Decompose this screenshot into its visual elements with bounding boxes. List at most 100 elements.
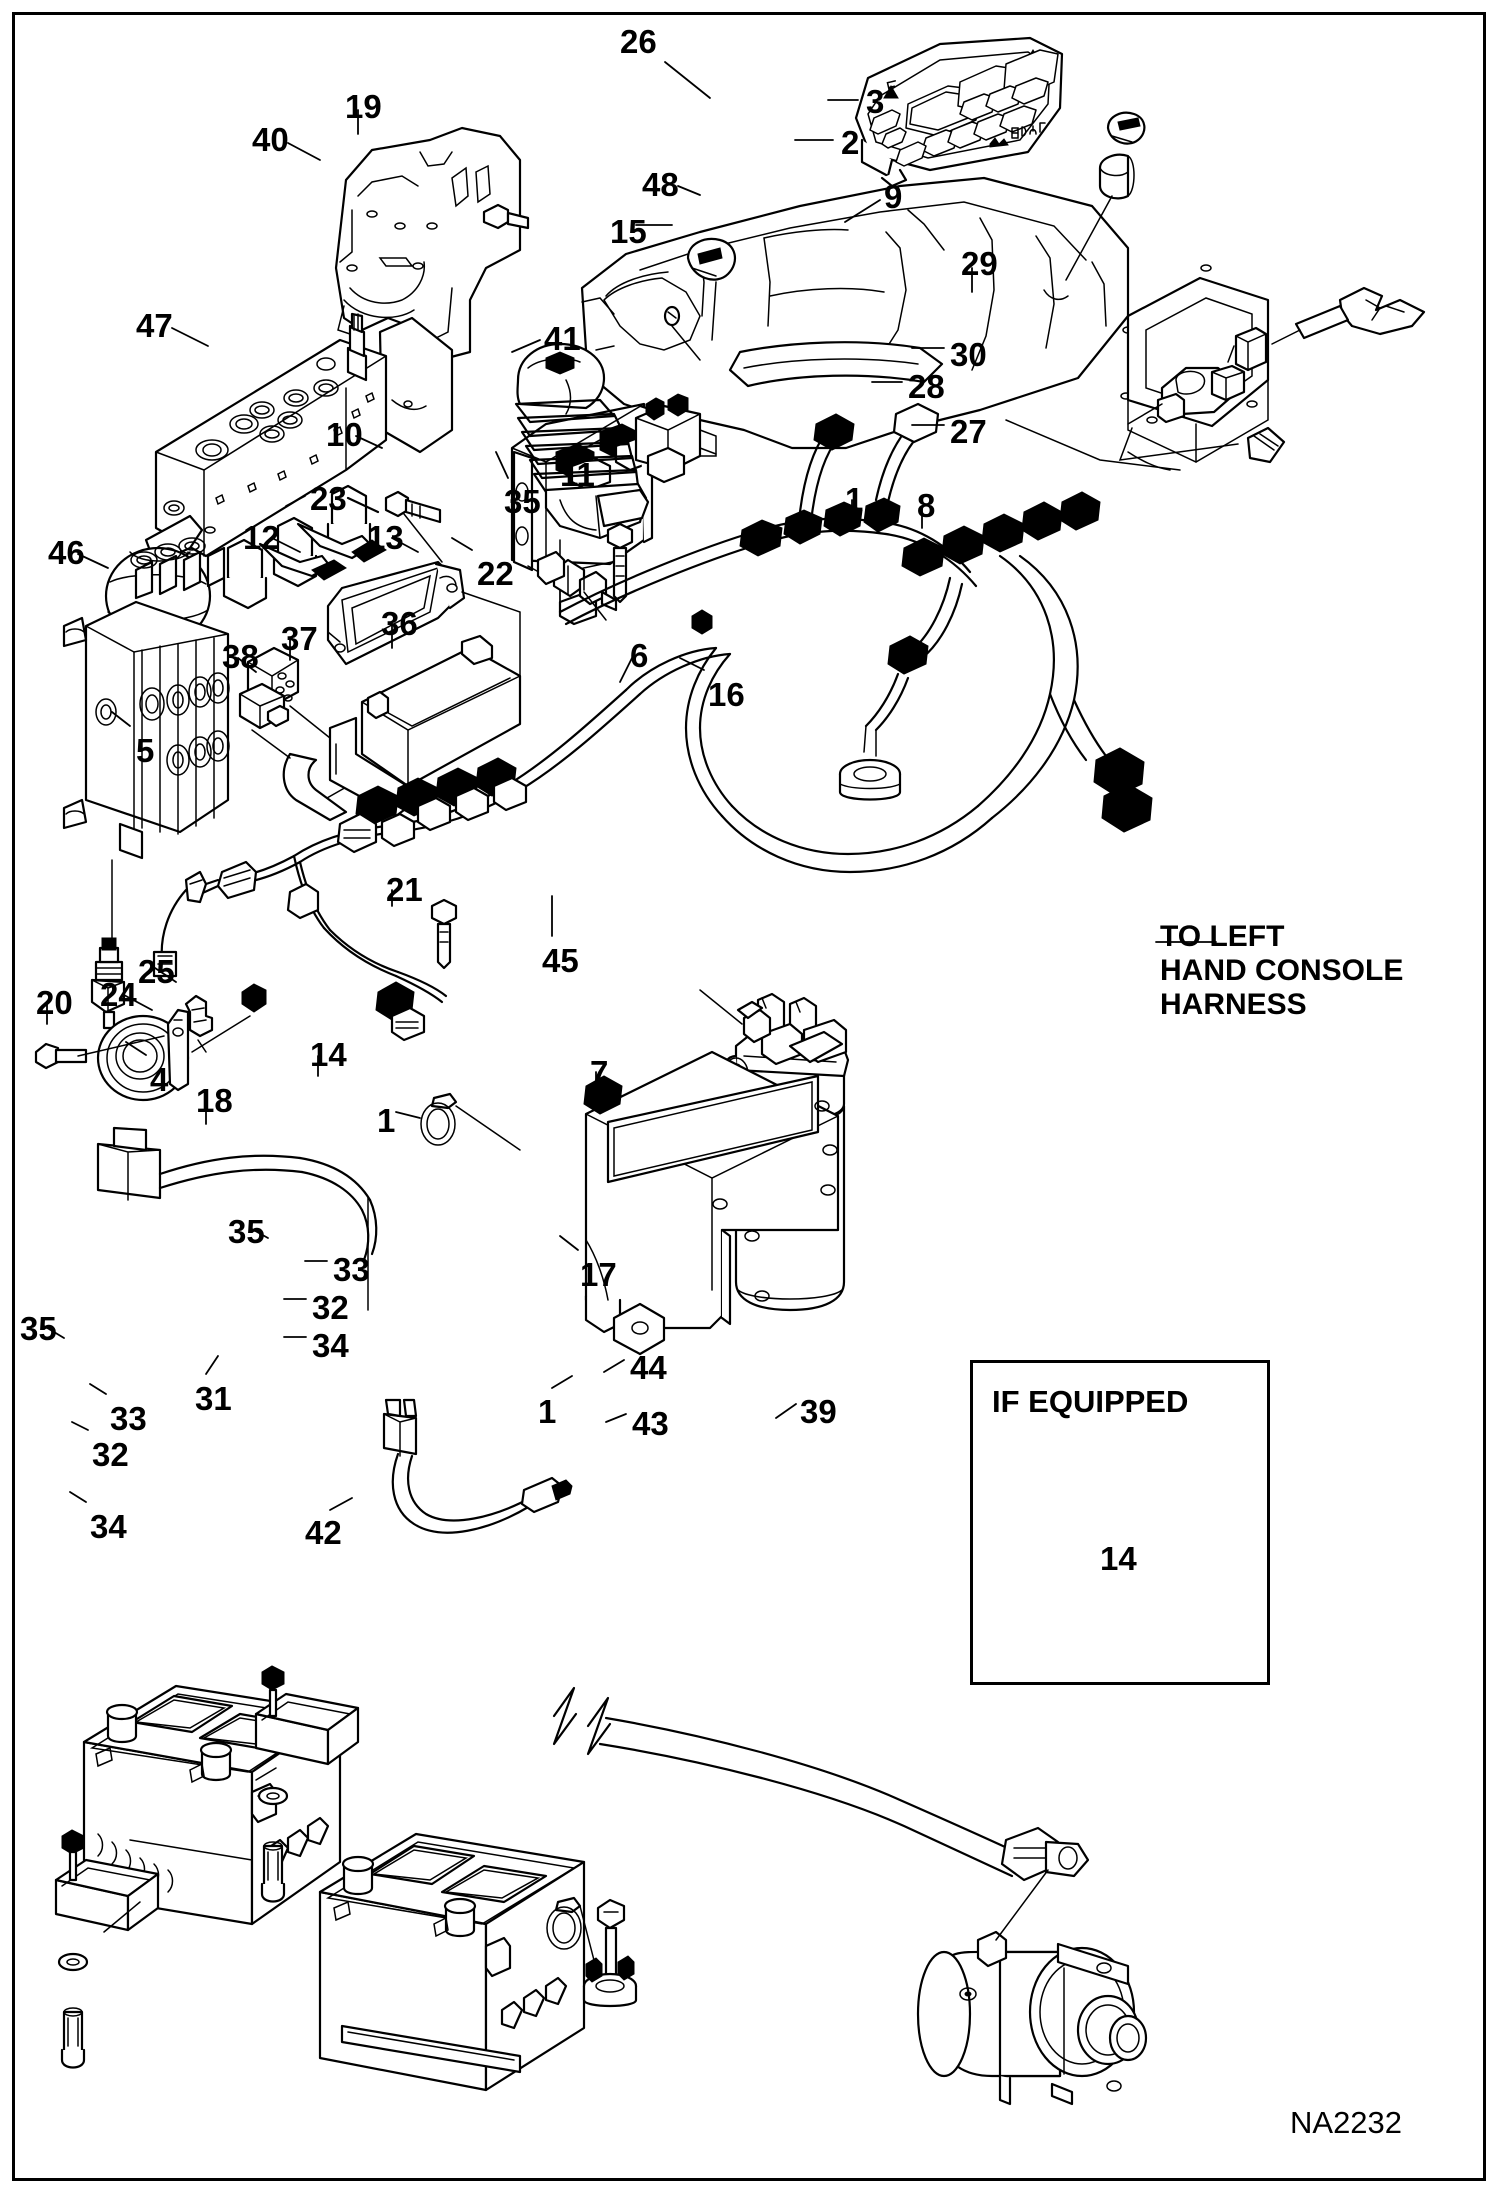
part-23-bolt — [384, 490, 442, 524]
part-18-battery-cable — [96, 1126, 378, 1262]
part-21-bolt — [430, 898, 458, 970]
callout-5-29: 5 — [136, 732, 155, 769]
part-4-horn — [96, 1008, 190, 1102]
part-48-knob — [686, 237, 737, 281]
part-43-grommet — [582, 1955, 638, 2008]
callout-43-53: 43 — [632, 1405, 669, 1442]
callout-42-50: 42 — [305, 1514, 342, 1551]
leader-23 — [285, 495, 306, 507]
callout-2-2: 2 — [841, 124, 860, 161]
callout-1-51: 1 — [538, 1393, 557, 1430]
part-14-cable — [382, 1398, 573, 1534]
leader-5 — [111, 711, 131, 727]
leader-12 — [271, 537, 301, 553]
callout-32-43: 32 — [312, 1289, 349, 1326]
callout-23-17: 23 — [310, 480, 347, 517]
callout-31-46: 31 — [195, 1380, 232, 1417]
battery-holddown-left — [54, 1829, 160, 2069]
part-30-seal — [1234, 326, 1268, 372]
leader-lines — [43, 61, 973, 1511]
if-equipped-inset — [970, 1360, 1270, 1685]
callout-48-6: 48 — [642, 166, 679, 203]
leader-35 — [43, 1325, 65, 1339]
part-13-sensor — [536, 550, 618, 612]
leader-17 — [559, 1235, 579, 1251]
callout-39-54: 39 — [800, 1393, 837, 1430]
callout-24-32: 24 — [100, 976, 137, 1013]
callout-45-35: 45 — [542, 942, 579, 979]
starter-cable-terminal — [1000, 1826, 1090, 1882]
part-3-knob — [1106, 111, 1146, 145]
part-12-handle — [326, 560, 466, 666]
part-2-bushing — [1098, 153, 1135, 200]
callout-6-27: 6 — [630, 637, 649, 674]
part-5-pressure-switch — [90, 937, 126, 1030]
callout-19-3: 19 — [345, 88, 382, 125]
leader-35 — [495, 451, 509, 479]
callout-10-14: 10 — [326, 416, 363, 453]
callout-22-20: 22 — [477, 555, 514, 592]
leader-32 — [71, 1421, 89, 1431]
part-46-valve-stack — [62, 537, 230, 860]
callout-33-42: 33 — [333, 1251, 370, 1288]
part-24-clamp — [184, 994, 214, 1038]
part-17-battery-tray — [584, 1050, 840, 1356]
part-1-cable-tie-c — [546, 1896, 582, 1950]
callout-21-30: 21 — [386, 871, 423, 908]
callout-15-7: 15 — [610, 213, 647, 250]
part-7-connector — [583, 1075, 623, 1115]
part-39-starter — [916, 1930, 1148, 2106]
harness-destination-note: TO LEFT HAND CONSOLE HARNESS — [1160, 920, 1404, 1021]
part-11-switch — [634, 393, 717, 484]
callout-25-31: 25 — [138, 953, 175, 990]
part-19-bolt — [482, 203, 530, 230]
leader-26 — [664, 61, 711, 99]
leader-31 — [205, 1355, 219, 1375]
leader-33 — [89, 1383, 107, 1395]
leader-9 — [844, 199, 881, 223]
leader-41 — [511, 339, 541, 353]
callout-30-9: 30 — [950, 336, 987, 373]
callout-37-25: 37 — [281, 620, 318, 657]
callout-32-48: 32 — [92, 1436, 129, 1473]
inset-callout-14: 14 — [1100, 1540, 1137, 1577]
leader-46 — [77, 553, 109, 569]
leader-24 — [123, 994, 153, 1011]
callout-35-41: 35 — [228, 1213, 265, 1250]
callout-3-1: 3 — [866, 83, 885, 120]
callout-11-15: 11 — [560, 456, 595, 493]
part-35-nut-a — [691, 609, 713, 635]
callout-4-34: 4 — [150, 1061, 169, 1098]
callout-35-16: 35 — [504, 483, 541, 520]
leader-44 — [603, 1359, 625, 1373]
leader-4 — [125, 1041, 147, 1056]
part-44-bolt — [596, 1898, 626, 1982]
part-20-bolt — [34, 1042, 88, 1070]
part-42-battery — [318, 1832, 586, 2092]
callout-40-4: 40 — [252, 121, 289, 158]
leader-34 — [69, 1491, 87, 1503]
main-wiring-harness — [152, 402, 1153, 1042]
callout-16-28: 16 — [708, 676, 745, 713]
part-6-grommet — [838, 758, 902, 801]
part-26-display-panel — [854, 36, 1064, 188]
leader-1 — [395, 1111, 421, 1119]
callout-9-5: 9 — [884, 178, 903, 215]
leader-11 — [577, 439, 601, 453]
callout-18-39: 18 — [196, 1082, 233, 1119]
callout-46-21: 46 — [48, 534, 85, 571]
battery-holddown-right — [254, 1665, 360, 1903]
part-28-connector-body — [1156, 364, 1246, 424]
callout-13-19: 13 — [367, 519, 404, 556]
callout-29-8: 29 — [961, 245, 998, 282]
leader-22 — [451, 537, 473, 551]
callout-26-0: 26 — [620, 23, 657, 60]
leader-16 — [679, 657, 705, 671]
part-27-seal — [1246, 426, 1286, 464]
callout-44-52: 44 — [630, 1349, 667, 1386]
callout-41-13: 41 — [544, 320, 581, 357]
callout-28-10: 28 — [908, 368, 945, 405]
callout-38-26: 38 — [222, 638, 259, 675]
